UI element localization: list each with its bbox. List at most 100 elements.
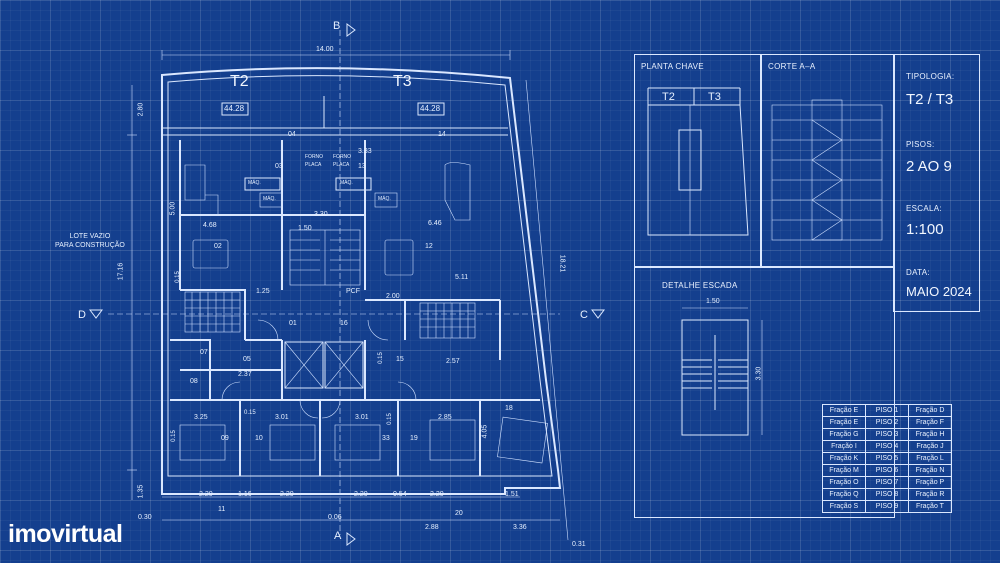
room-number: 05 xyxy=(243,356,251,363)
area-label-t3: 44.28 xyxy=(420,104,441,113)
imovirtual-logo: imovirtual xyxy=(8,520,123,548)
dim-label: 0.15 xyxy=(386,413,393,425)
lote-vazio-line1: LOTE VAZIO xyxy=(69,233,111,240)
unit-label-t2: T2 xyxy=(230,73,249,90)
key-plan-label-t3: T3 xyxy=(708,91,721,103)
dim-label: 1.25 xyxy=(256,288,270,295)
dim-label: 2.37 xyxy=(238,371,252,378)
dim-bottom: 1.51 xyxy=(505,491,519,498)
stair-length-label: 3.30 xyxy=(755,366,763,381)
dim-label: 4.68 xyxy=(203,222,217,229)
dim-label: 3.25 xyxy=(194,414,208,421)
section-panel xyxy=(760,54,895,268)
section-marker-d: D xyxy=(78,309,86,321)
dim-label: 5.11 xyxy=(455,274,469,281)
dim-label: 0.15 xyxy=(244,410,256,416)
stair-width-label: 1.50 xyxy=(706,298,720,305)
dim-label: 3.33 xyxy=(358,148,372,155)
table-cell: Fração D xyxy=(908,404,952,417)
table-cell: Fração M xyxy=(822,464,866,477)
dim-bottom2: 3.36 xyxy=(513,524,527,531)
dim-bottom2: 0.30 xyxy=(138,514,152,521)
pisos-label: PISOS: xyxy=(906,140,935,149)
room-number: 15 xyxy=(396,356,404,363)
dim-right: 18.21 xyxy=(558,254,566,273)
appliance-label: PLACA xyxy=(333,162,350,168)
room-number: 20 xyxy=(455,510,463,517)
dim-label: 3.01 xyxy=(355,414,369,421)
dim-left: 17.16 xyxy=(117,262,125,281)
table-cell: Fração I xyxy=(822,440,866,453)
dim-bottom: 2.20 xyxy=(280,491,294,498)
table-cell: PISO 7 xyxy=(865,476,909,489)
dim-label: 4.05 xyxy=(481,424,489,439)
dim-bottom: 2.20 xyxy=(354,491,368,498)
dim-bottom2: 0.06 xyxy=(328,514,342,521)
appliance-label: MÁQ. xyxy=(340,180,353,186)
lote-vazio-label: LOTE VAZIO PARA CONSTRUÇÃO xyxy=(55,232,125,250)
table-cell: Fração Q xyxy=(822,488,866,501)
room-number: 33 xyxy=(382,435,390,442)
room-number: 11 xyxy=(218,506,226,513)
room-number: 14 xyxy=(438,131,446,138)
table-cell: PISO 1 xyxy=(865,404,909,417)
dim-label: 1.50 xyxy=(298,225,312,232)
room-number: 12 xyxy=(425,243,433,250)
table-cell: Fração N xyxy=(908,464,952,477)
appliance-label: MÁQ. xyxy=(248,180,261,186)
area-label-t2: 44.28 xyxy=(224,104,245,113)
table-cell: PISO 6 xyxy=(865,464,909,477)
room-number: 03 xyxy=(275,163,283,170)
data-value: MAIO 2024 xyxy=(906,284,972,299)
room-number: 09 xyxy=(221,435,229,442)
escala-value: 1:100 xyxy=(906,221,944,238)
dim-left: 1.35 xyxy=(137,484,145,499)
room-number: 01 xyxy=(289,320,297,327)
section-marker-b: B xyxy=(333,20,341,32)
tipologia-value: T2 / T3 xyxy=(906,91,954,108)
dim-bottom: 2.20 xyxy=(430,491,444,498)
section-title: CORTE A–A xyxy=(768,62,816,71)
dim-bottom: 2.20 xyxy=(199,491,213,498)
stair-detail-panel xyxy=(634,266,895,518)
room-number: 13 xyxy=(358,163,366,170)
data-label: DATA: xyxy=(906,268,930,277)
key-plan-panel xyxy=(634,54,762,268)
dim-label: 3.30 xyxy=(314,211,328,218)
table-cell: Fração H xyxy=(908,428,952,441)
table-cell: Fração E xyxy=(822,416,866,429)
key-plan-title: PLANTA CHAVE xyxy=(641,62,704,71)
table-cell: Fração R xyxy=(908,488,952,501)
table-cell: Fração K xyxy=(822,452,866,465)
unit-label-t3: T3 xyxy=(393,73,412,90)
tipologia-label: TIPOLOGIA: xyxy=(906,72,955,81)
stair-label: PCF xyxy=(346,288,360,295)
dim-bottom: 0.54 xyxy=(393,491,407,498)
appliance-label: PLACA xyxy=(305,162,322,168)
table-cell: PISO 4 xyxy=(865,440,909,453)
dim-label: 5.00 xyxy=(169,201,177,216)
appliance-label: FORNO xyxy=(333,154,352,160)
table-cell: Fração J xyxy=(908,440,952,453)
table-cell: Fração O xyxy=(822,476,866,489)
table-cell: Fração S xyxy=(822,500,866,513)
key-plan-label-t2: T2 xyxy=(662,91,675,103)
escala-label: ESCALA: xyxy=(906,204,942,213)
pisos-value: 2 AO 9 xyxy=(906,158,952,175)
dim-bottom2: 0.31 xyxy=(572,541,586,548)
room-number: 10 xyxy=(255,435,263,442)
section-marker-c: C xyxy=(580,309,588,321)
room-number: 08 xyxy=(190,378,198,385)
dim-top: 14.00 xyxy=(316,46,334,53)
table-cell: Fração T xyxy=(908,500,952,513)
dim-label: 0.15 xyxy=(377,352,384,364)
table-cell: PISO 2 xyxy=(865,416,909,429)
